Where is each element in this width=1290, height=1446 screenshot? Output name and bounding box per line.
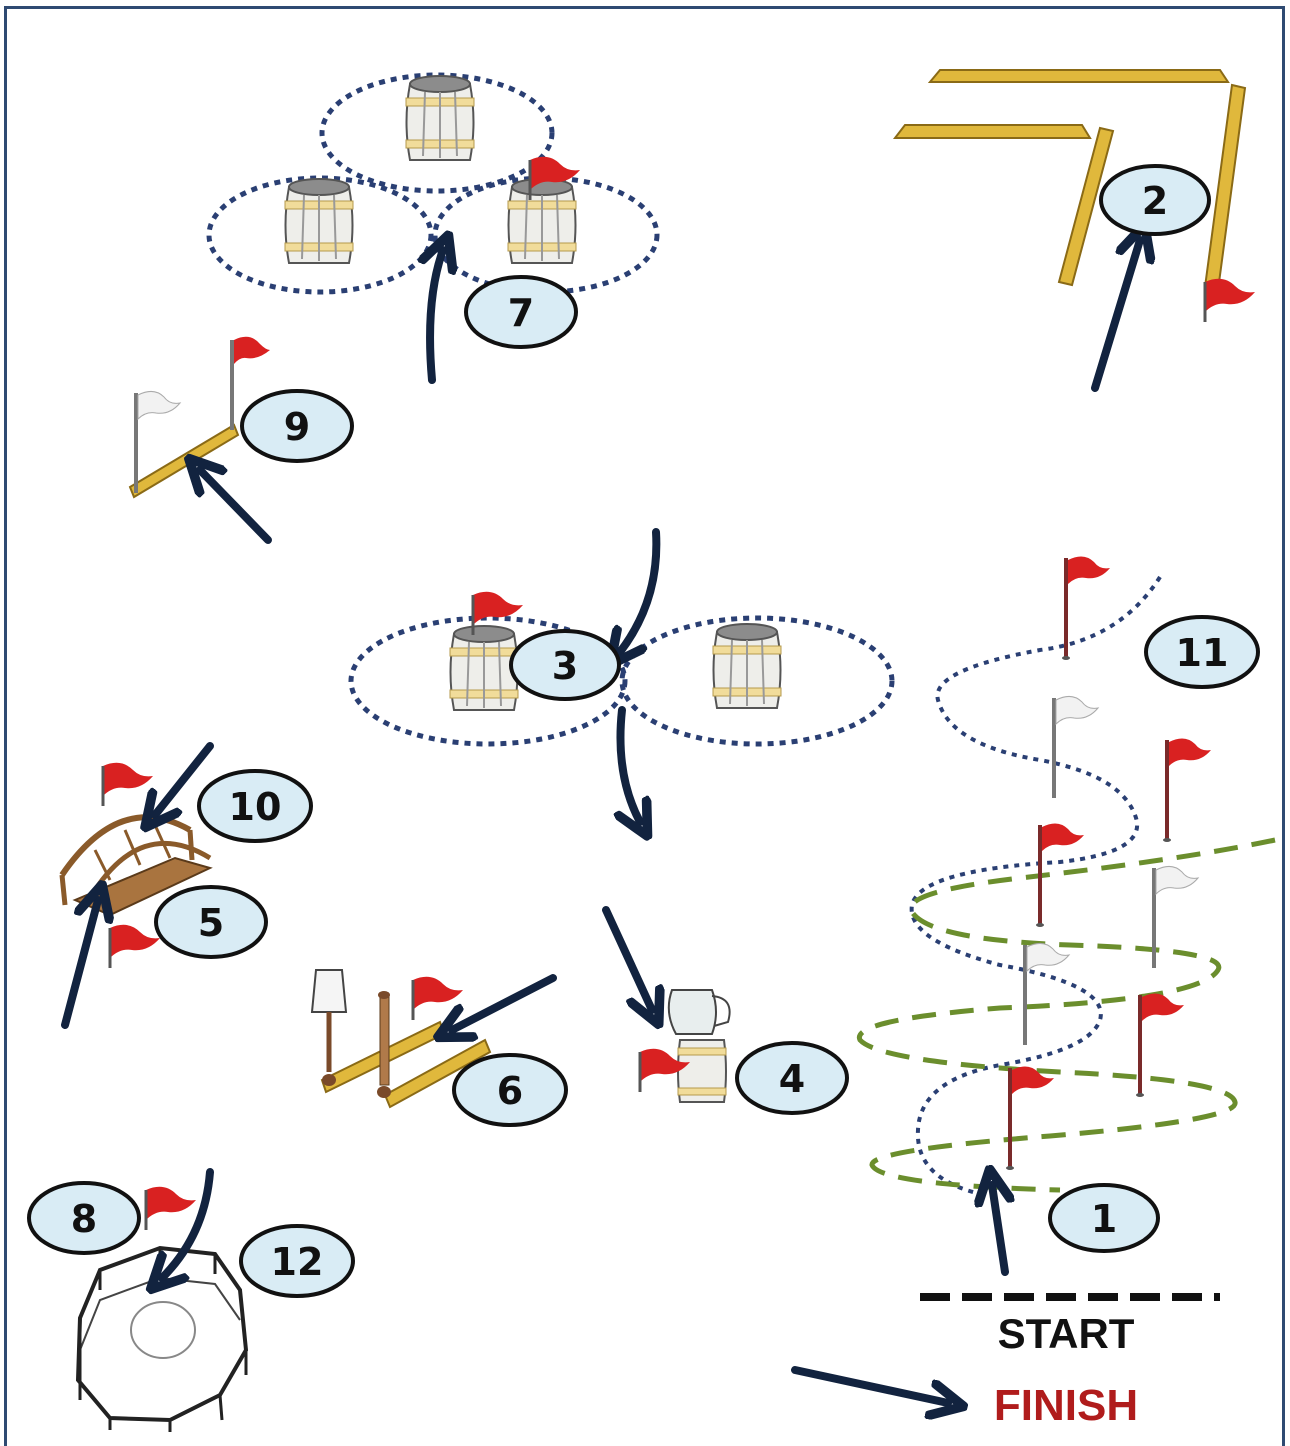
barrel-icon	[507, 178, 577, 264]
red-flag-icon	[108, 923, 162, 970]
red-flag-icon	[1060, 554, 1112, 662]
obstacle-badge-4: 4	[735, 1041, 849, 1115]
barrel-icon	[677, 1039, 727, 1103]
arrow-icon	[430, 250, 443, 384]
arrow-icon	[452, 974, 557, 1030]
obstacle-badge-9: 9	[240, 389, 354, 463]
obstacle-9-pole	[128, 336, 270, 499]
arrow-icon	[620, 706, 640, 822]
arrow-icon	[1091, 240, 1140, 392]
arrow-icon	[791, 1366, 948, 1403]
svg-text:9: 9	[284, 405, 310, 449]
svg-text:6: 6	[497, 1069, 523, 1113]
arrow-icon	[162, 1168, 214, 1278]
barrel-icon	[449, 625, 519, 711]
obstacle-badge-10: 10	[197, 769, 313, 843]
slalom-paths	[856, 575, 1276, 1197]
obstacle-4-pitcher	[638, 989, 731, 1103]
svg-text:11: 11	[1176, 631, 1229, 675]
svg-text:12: 12	[271, 1240, 324, 1284]
obstacle-3-barrels	[348, 590, 895, 747]
lamp-icon	[310, 969, 348, 1086]
svg-text:3: 3	[552, 644, 578, 688]
obstacle-badge-3: 3	[509, 629, 621, 701]
svg-text:7: 7	[508, 291, 534, 335]
obstacle-badge-11: 11	[1144, 615, 1260, 689]
arrow-icon	[155, 742, 214, 815]
fence-pen-icon	[75, 1245, 249, 1432]
obstacle-2-poles	[892, 69, 1257, 324]
arrows	[61, 240, 1140, 1403]
white-flag-icon	[1023, 941, 1071, 1047]
barrel-icon	[405, 75, 475, 161]
obstacle-badge-7: 7	[464, 275, 578, 349]
pitcher-icon	[667, 989, 731, 1035]
obstacle-6-gate	[310, 969, 492, 1109]
red-flag-icon	[411, 975, 465, 1022]
white-flag-icon	[1052, 694, 1100, 800]
obstacle-badge-12: 12	[239, 1224, 355, 1298]
arrow-icon	[200, 470, 272, 544]
obstacle-7-barrels	[206, 72, 660, 295]
red-flag-icon	[144, 1185, 198, 1232]
svg-text:10: 10	[229, 785, 282, 829]
obstacle-badge-8: 8	[27, 1181, 141, 1255]
arrow-icon	[992, 1185, 1005, 1276]
obstacle-badge-2: 2	[1099, 164, 1211, 236]
red-flag-icon	[1004, 1064, 1056, 1172]
course-frame	[4, 6, 1285, 1446]
arrow-icon	[620, 528, 661, 652]
red-flag-icon	[1203, 277, 1257, 324]
obstacle-badge-1: 1	[1048, 1183, 1160, 1253]
start-label: START	[998, 1310, 1135, 1357]
barrel-icon	[712, 623, 782, 709]
obstacle-badge-5: 5	[154, 885, 268, 959]
red-flag-icon	[101, 761, 155, 808]
svg-text:2: 2	[1142, 179, 1168, 223]
red-flag-icon	[1161, 736, 1213, 844]
arrow-icon	[602, 906, 652, 1010]
barrel-icon	[284, 178, 354, 264]
finish-label: FINISH	[994, 1381, 1138, 1430]
pole-icon	[377, 991, 391, 1098]
svg-text:1: 1	[1091, 1197, 1117, 1241]
svg-text:5: 5	[198, 901, 224, 945]
arrow-icon	[61, 900, 98, 1029]
svg-text:8: 8	[71, 1197, 97, 1241]
obstacle-badge-6: 6	[452, 1053, 568, 1127]
svg-text:4: 4	[779, 1057, 805, 1101]
